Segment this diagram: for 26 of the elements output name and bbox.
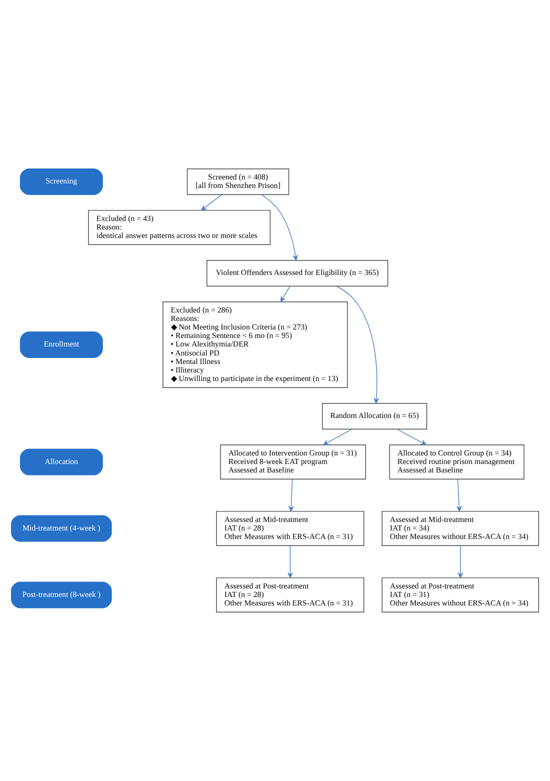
- arrow: [200, 194, 222, 211]
- node-box: Assessed at Post-treatment IAT (n = 31) Other Measures without ERS-ACA (n = 34): [382, 577, 539, 612]
- arrow: [261, 194, 298, 261]
- node-box: Screening: [20, 168, 103, 195]
- arrow: [323, 428, 352, 446]
- arrow: [396, 428, 427, 446]
- node-box: Random Allocation (n = 65): [322, 403, 428, 430]
- node-box: Allocated to Intervention Group (n = 31) Received 8-week EAT program Assessed at Baseline: [220, 444, 366, 480]
- node-box: Post-treatment (8-week ): [11, 582, 112, 608]
- node-box: Enrollment: [20, 332, 103, 358]
- arrow: [336, 286, 379, 404]
- node-box: Screened (n = 408) [all from Shenzhen Prison]: [186, 168, 290, 195]
- arrow: [456, 479, 462, 512]
- arrow: [288, 546, 293, 578]
- node-box: Excluded (n = 43) Reason: identical answer patterns across two or more scales: [88, 210, 271, 245]
- node-box: Assessed at Mid-treatment IAT (n = 34) Other Measures without ERS-ACA (n = 34): [382, 510, 539, 546]
- node-box: Allocated to Control Group (n = 34) Received routine prison management Assessed at Baseline: [389, 444, 524, 480]
- arrow: [280, 286, 290, 302]
- node-box: Excluded (n = 286) Reasons: ◆ Not Meeting Inclusion Criteria (n = 273) • Remaining Sentence < 6 mo (n = 95) • Low Alexithymia/DER • Antisocial PD • Mental Illness • Illiteracy ◆ Unwilling to participate in the experiment (n = 13): [162, 301, 348, 388]
- arrow: [288, 479, 294, 512]
- node-box: Assessed at Mid-treatment IAT (n = 28) Other Measures with ERS-ACA (n = 31): [216, 510, 364, 546]
- node-box: Assessed at Post-treatment IAT (n = 28) Other Measures with ERS-ACA (n = 31): [216, 577, 364, 612]
- node-box: Allocation: [20, 448, 103, 476]
- arrow: [458, 546, 463, 578]
- node-box: Mid-treatment (4-week ): [11, 515, 112, 542]
- node-box: Violent Offenders Assessed for Eligibility (n = 365): [206, 260, 388, 286]
